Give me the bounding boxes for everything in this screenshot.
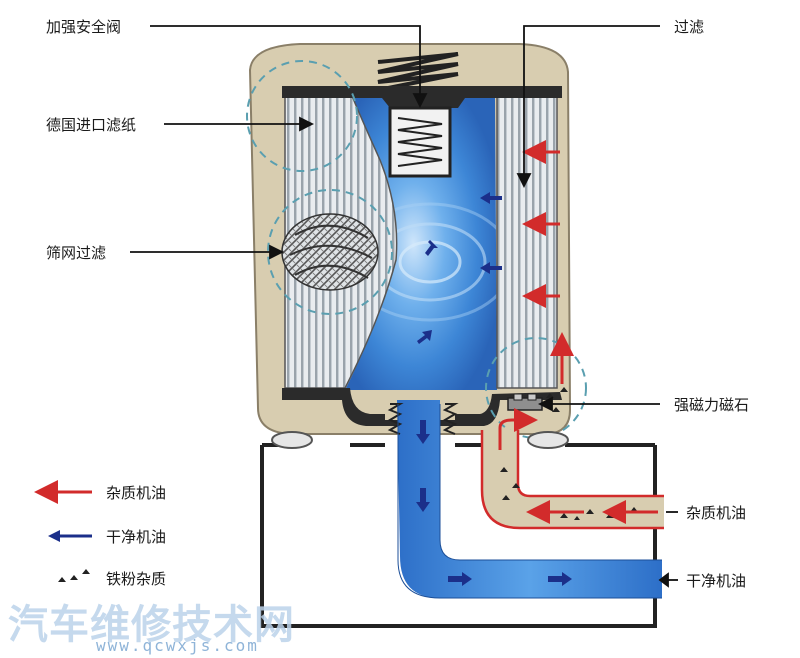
magnet-label: 强磁力磁石 bbox=[674, 396, 750, 414]
legend-iron-powder: 铁粉杂质 bbox=[106, 570, 167, 588]
leader-lines bbox=[130, 25, 678, 588]
right-filter-paper bbox=[496, 95, 558, 389]
legend-symbols bbox=[34, 480, 92, 582]
watermark-text: 汽车维修技术网 bbox=[8, 602, 295, 648]
magnet bbox=[507, 393, 543, 411]
highlight-circles bbox=[246, 60, 587, 439]
filter-paper-label: 德国进口滤纸 bbox=[46, 116, 137, 134]
mesh-filter-label: 筛网过滤 bbox=[46, 244, 107, 262]
filtering-label: 过滤 bbox=[674, 18, 705, 36]
clean-oil-arrows bbox=[416, 192, 572, 586]
bottom-plate bbox=[282, 388, 562, 426]
clean-oil-out-label: 干净机油 bbox=[686, 572, 747, 590]
legend-clean-oil: 干净机油 bbox=[106, 528, 167, 546]
dirty-oil-in-label: 杂质机油 bbox=[686, 504, 747, 522]
watermark-url: www.qcwxjs.com bbox=[96, 636, 259, 655]
top-spring bbox=[377, 52, 459, 92]
legend-dirty-oil: 杂质机油 bbox=[106, 484, 167, 502]
mesh-screen bbox=[281, 213, 379, 291]
dirty-oil-arrows bbox=[498, 140, 658, 524]
clean-oil-pipe bbox=[387, 400, 662, 599]
safety-valve-label: 加强安全阀 bbox=[46, 18, 122, 36]
engine-block bbox=[260, 431, 657, 628]
